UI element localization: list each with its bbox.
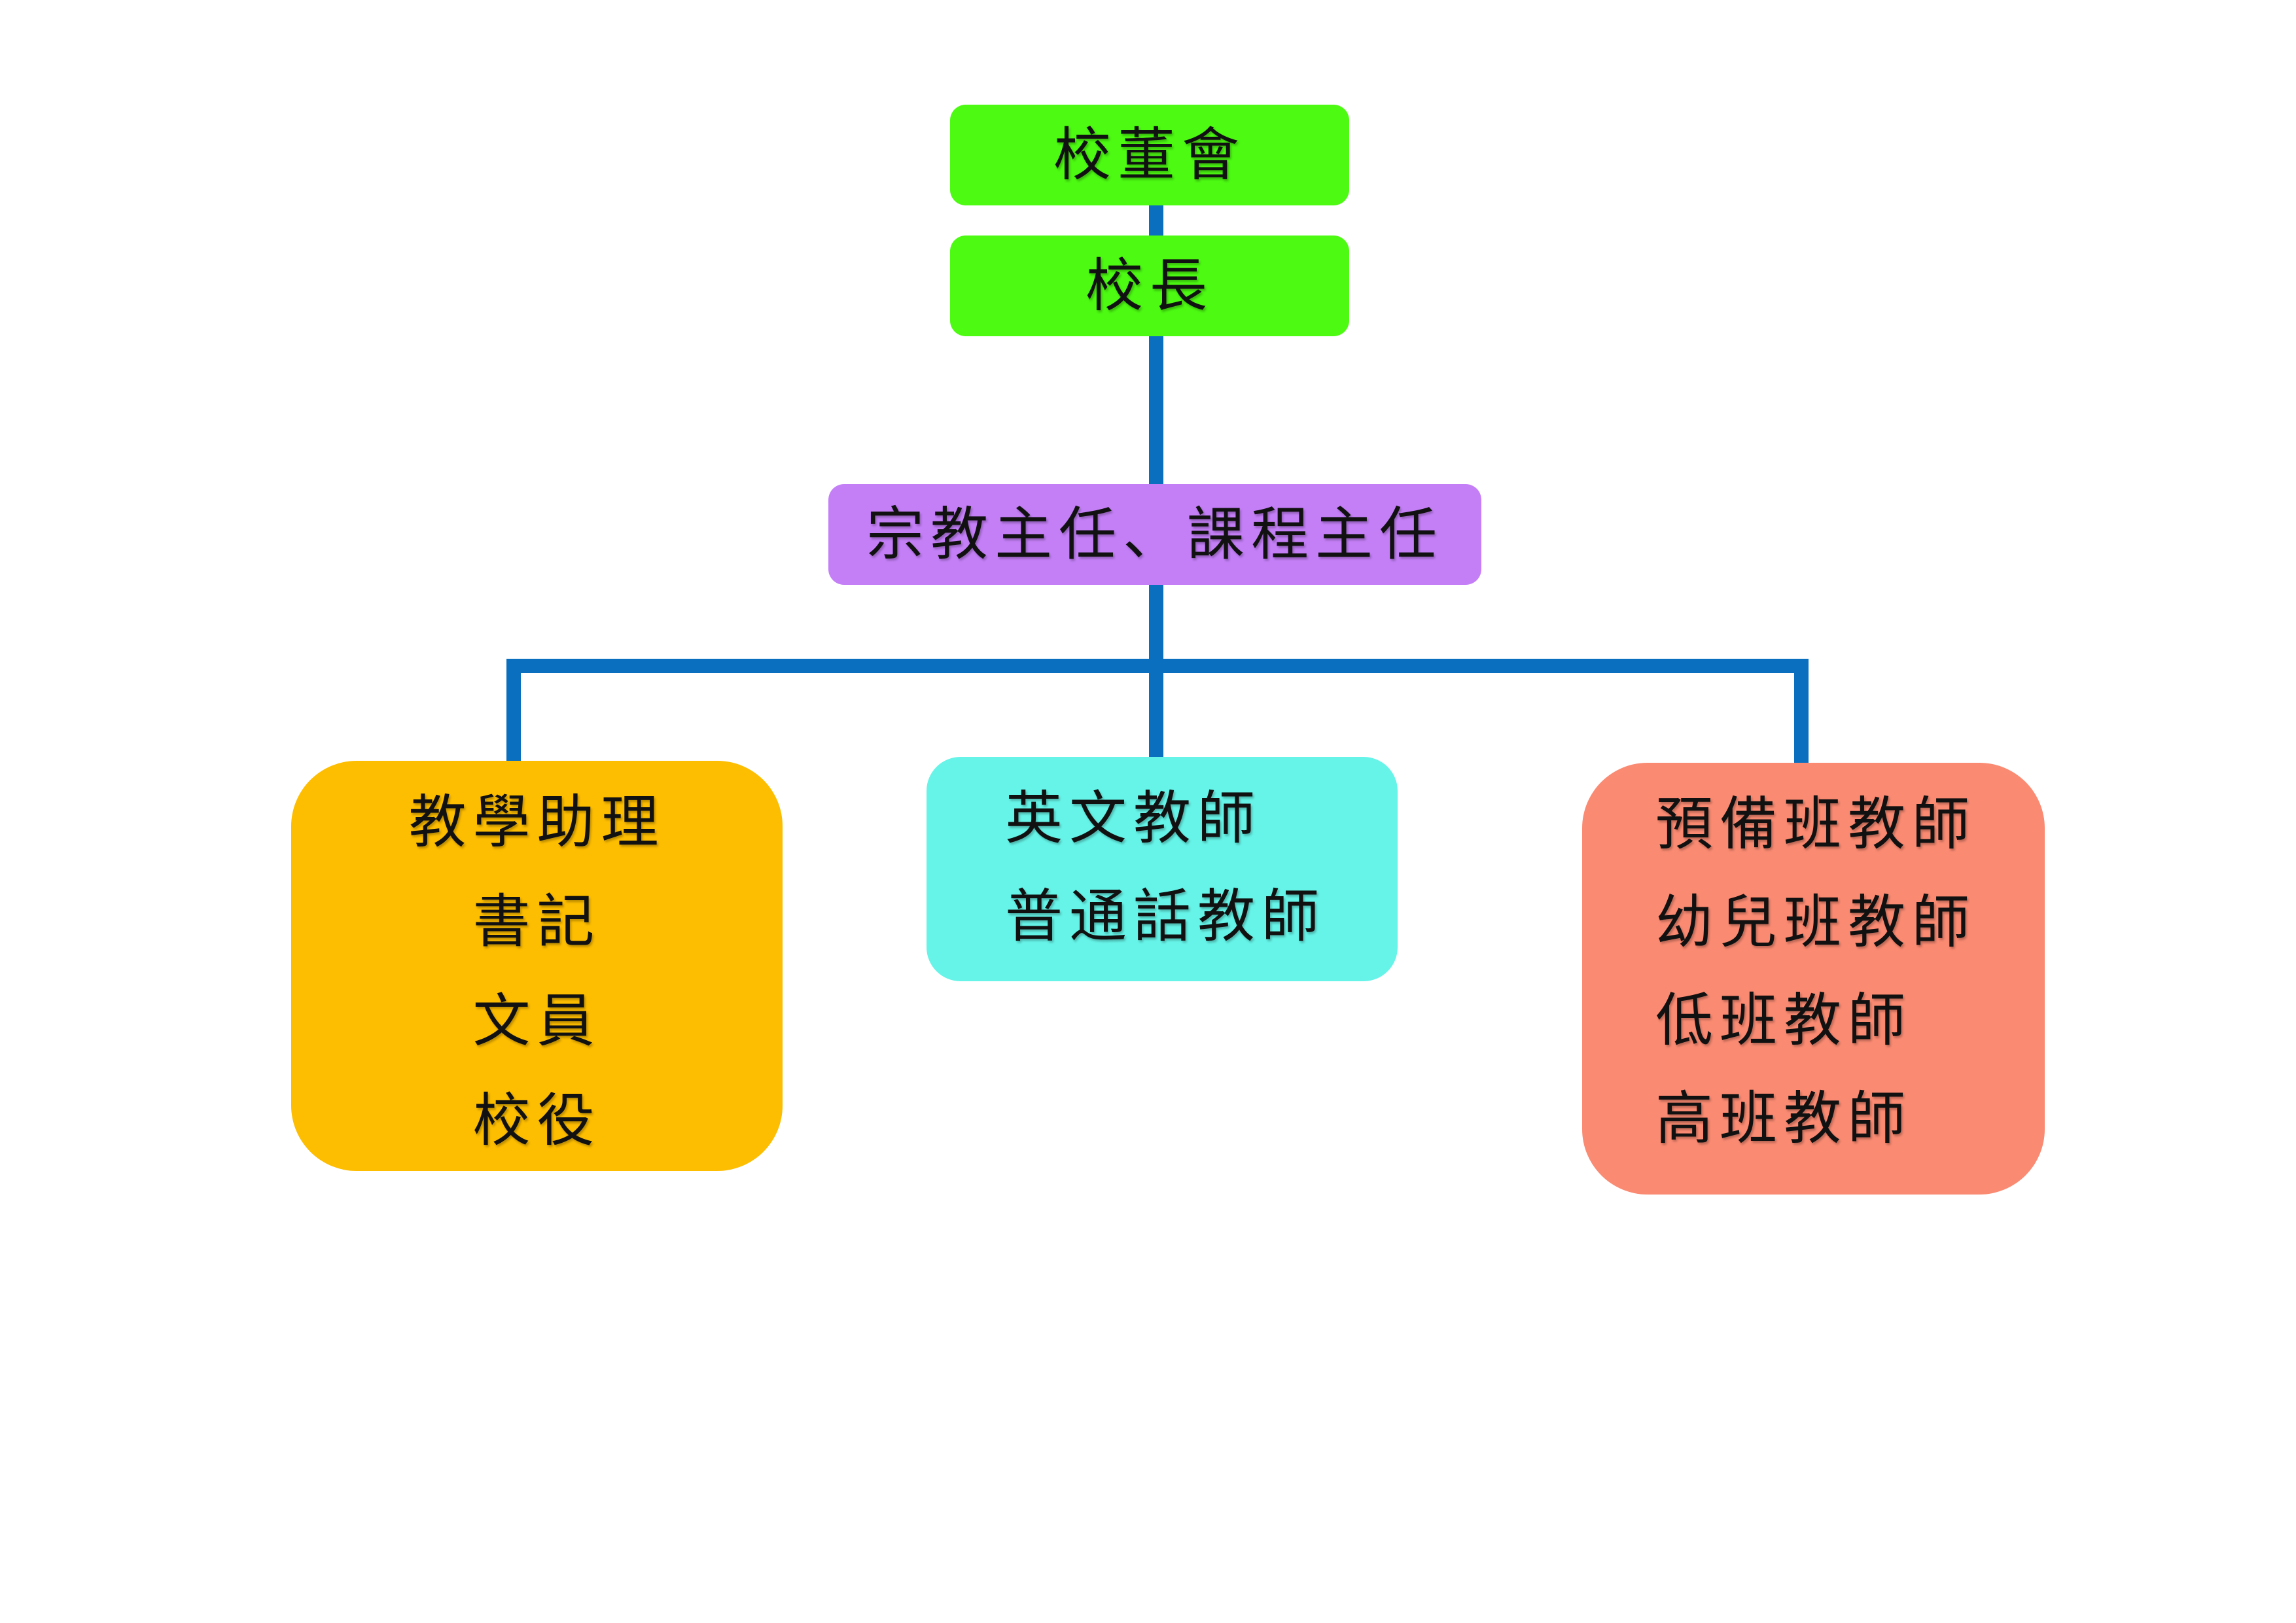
node-label: 高班教師 [1655, 1085, 1913, 1152]
connector-principal-directors [1149, 336, 1163, 484]
node-label: 教學助理 [408, 788, 665, 856]
node-language-teachers: 英文教師 普通話教師 [927, 757, 1398, 981]
node-label: 文員 [472, 987, 601, 1055]
node-label: 普通話教師 [1005, 882, 1326, 950]
node-label: 校役 [472, 1087, 601, 1154]
node-label: 書記 [472, 888, 601, 955]
node-label: 英文教師 [1005, 784, 1262, 852]
node-label: 預備班教師 [1655, 790, 1977, 858]
connector-horizontal-bus [506, 659, 1809, 673]
node-label: 宗教主任、課程主任 [866, 500, 1443, 568]
node-class-teachers: 預備班教師 幼兒班教師 低班教師 高班教師 [1582, 763, 2045, 1195]
node-label: 校董會 [1053, 121, 1246, 188]
connector-bus-admin [506, 659, 521, 761]
node-principal: 校長 [950, 236, 1349, 336]
node-admin-staff: 教學助理 書記 文員 校役 [291, 761, 783, 1171]
connector-board-principal [1149, 205, 1163, 236]
connector-bus-teachers [1794, 659, 1809, 763]
node-label: 校長 [1085, 252, 1214, 319]
node-directors: 宗教主任、課程主任 [828, 484, 1481, 585]
node-label: 幼兒班教師 [1655, 888, 1977, 956]
node-school-board: 校董會 [950, 105, 1349, 205]
node-label: 低班教師 [1655, 986, 1913, 1054]
